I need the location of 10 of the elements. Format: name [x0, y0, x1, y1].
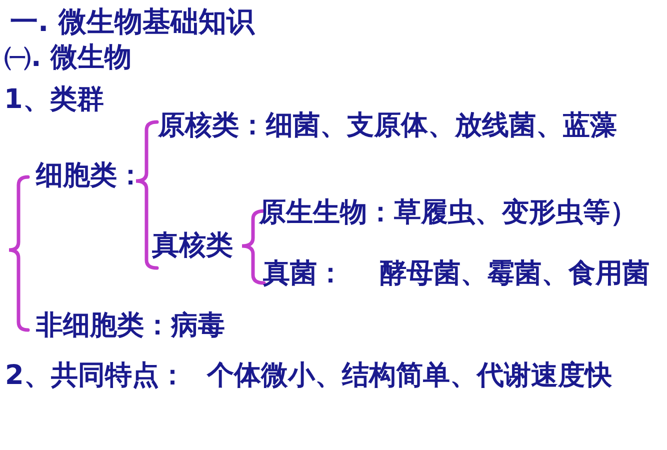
category-text: 非细胞类：病毒 [36, 310, 225, 342]
section-heading: ㈠. 微生物 [4, 42, 132, 74]
slide-title: 一. 微生物基础知识 [10, 6, 254, 38]
category-text: 真菌： 酵母菌、霉菌、食用菌 [263, 258, 650, 290]
category-text: 原核类：细菌、支原体、放线菌、蓝藻 [158, 110, 617, 142]
category-text: 原生生物：草履虫、变形虫等） [259, 197, 637, 229]
list-heading: 1、类群 [4, 84, 104, 116]
category-text: 细胞类： [36, 160, 144, 192]
list-heading: 2、共同特点： 个体微小、结构简单、代谢速度快 [5, 360, 612, 392]
category-text: 真核类 [152, 230, 233, 262]
